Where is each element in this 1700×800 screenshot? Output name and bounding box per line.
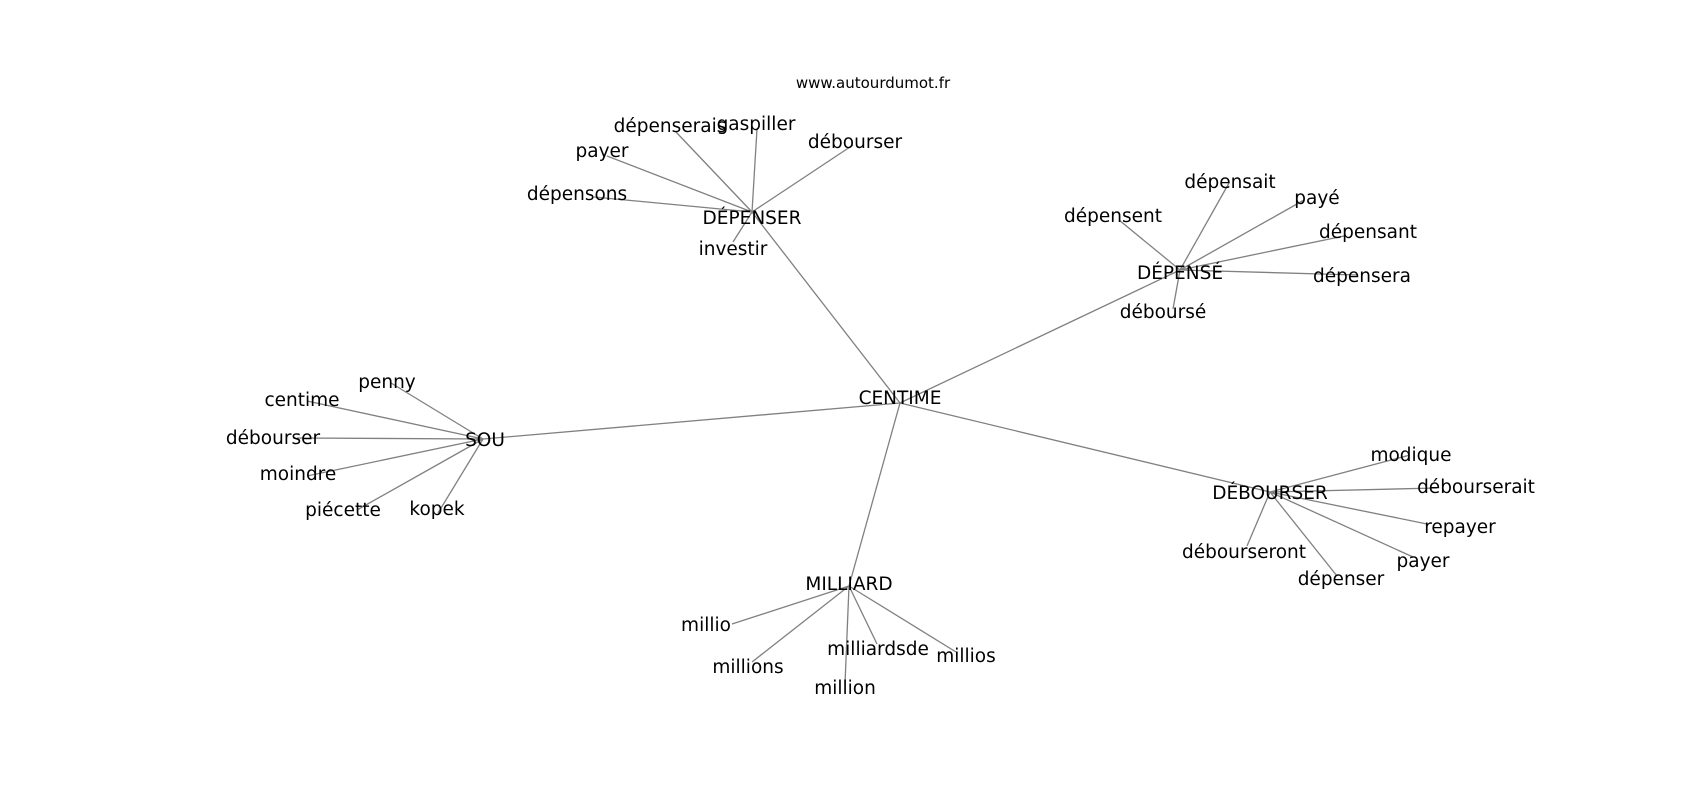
edge-depense-leaf-1	[1179, 199, 1305, 271]
edge-center-depense	[899, 269, 1181, 404]
leaf-node-label-debourser-1: débourserait	[1417, 477, 1535, 498]
leaf-node-label-milliard-0: millio	[681, 615, 731, 636]
edge-sou-leaf-5	[437, 438, 484, 514]
edge-depense-leaf-5	[1172, 269, 1181, 310]
edge-sou-leaf-2	[296, 437, 484, 440]
edge-debourser-leaf-3	[1269, 491, 1414, 558]
leaf-node-label-depenser-3: débourser	[808, 132, 903, 153]
edge-depenser-leaf-2	[606, 155, 753, 213]
leaf-node-label-debourser-5: débourseront	[1182, 542, 1306, 563]
leaf-node-label-depense-3: dépensant	[1319, 222, 1417, 243]
edge-milliard-leaf-3	[848, 585, 957, 653]
edge-depenser-leaf-5	[732, 211, 753, 243]
leaf-node-label-milliard-1: millions	[712, 657, 783, 678]
leaf-node-label-milliard-2: milliardsde	[827, 639, 929, 660]
edge-depense-leaf-3	[1179, 235, 1345, 271]
hub-node-label-sou: SOU	[465, 430, 505, 451]
edge-depense-leaf-2	[1118, 219, 1181, 271]
edge-debourser-leaf-4	[1269, 491, 1338, 577]
leaf-node-label-sou-1: centime	[264, 390, 339, 411]
edge-depenser-leaf-1	[751, 128, 758, 213]
leaf-node-label-depense-1: payé	[1294, 188, 1339, 209]
hub-node-label-debourser: DÉBOURSER	[1212, 482, 1328, 504]
leaf-node-label-depense-0: dépensait	[1184, 172, 1275, 193]
edge-milliard-leaf-4	[844, 585, 850, 685]
watermark-text: www.autourdumot.fr	[796, 74, 951, 92]
leaf-node-label-depense-5: déboursé	[1120, 302, 1207, 323]
edge-depense-leaf-0	[1179, 182, 1230, 271]
edge-debourser-leaf-2	[1269, 491, 1428, 525]
hub-node-label-depenser: DÉPENSER	[703, 207, 802, 229]
edge-center-debourser	[899, 402, 1271, 493]
edge-center-milliard	[848, 402, 901, 587]
edge-sou-leaf-3	[306, 438, 484, 477]
edge-depenser-leaf-4	[593, 196, 753, 213]
edge-sou-leaf-0	[390, 382, 484, 440]
edges-layer	[296, 128, 1438, 685]
edge-milliard-leaf-1	[751, 585, 850, 663]
edge-depenser-leaf-0	[675, 131, 753, 213]
edge-debourser-leaf-1	[1269, 487, 1438, 493]
edge-debourser-leaf-0	[1269, 454, 1411, 493]
leaf-node-label-sou-2: débourser	[226, 428, 321, 449]
leaf-node-label-sou-3: moindre	[260, 464, 337, 485]
hub-node-label-milliard: MILLIARD	[805, 574, 892, 595]
leaf-node-label-sou-4: piécette	[305, 500, 381, 521]
leaf-node-label-depenser-2: payer	[575, 141, 628, 162]
leaf-node-label-depense-2: dépensent	[1064, 206, 1162, 227]
leaf-node-label-depenser-1: gaspiller	[717, 114, 796, 135]
center-node-label: CENTIME	[859, 388, 942, 409]
edge-milliard-leaf-0	[731, 585, 850, 625]
edge-sou-leaf-4	[356, 438, 484, 511]
leaf-node-label-depense-4: dépensera	[1313, 266, 1411, 287]
leaf-node-label-depenser-0: dépenserais	[614, 116, 727, 137]
leaf-node-label-depenser-5: investir	[699, 239, 768, 260]
leaf-node-label-debourser-4: dépenser	[1298, 569, 1385, 590]
leaf-node-label-depenser-4: dépensons	[527, 184, 627, 205]
leaf-node-label-debourser-0: modique	[1370, 445, 1451, 466]
leaf-node-label-milliard-3: millios	[936, 646, 996, 667]
edge-center-depenser	[751, 211, 901, 404]
edge-milliard-leaf-2	[848, 585, 878, 645]
edge-depenser-leaf-3	[751, 144, 854, 213]
leaf-node-label-sou-5: kopek	[409, 499, 464, 520]
edge-depense-leaf-4	[1179, 269, 1358, 276]
hub-node-label-depense: DÉPENSÉ	[1137, 262, 1223, 284]
leaf-node-label-milliard-4: million	[814, 678, 876, 699]
edge-center-sou	[482, 402, 901, 440]
leaf-node-label-sou-0: penny	[358, 372, 416, 393]
leaf-node-label-debourser-3: payer	[1396, 551, 1449, 572]
leaf-node-label-debourser-2: repayer	[1424, 517, 1496, 538]
edge-debourser-leaf-5	[1246, 491, 1271, 547]
edge-sou-leaf-1	[306, 400, 484, 440]
